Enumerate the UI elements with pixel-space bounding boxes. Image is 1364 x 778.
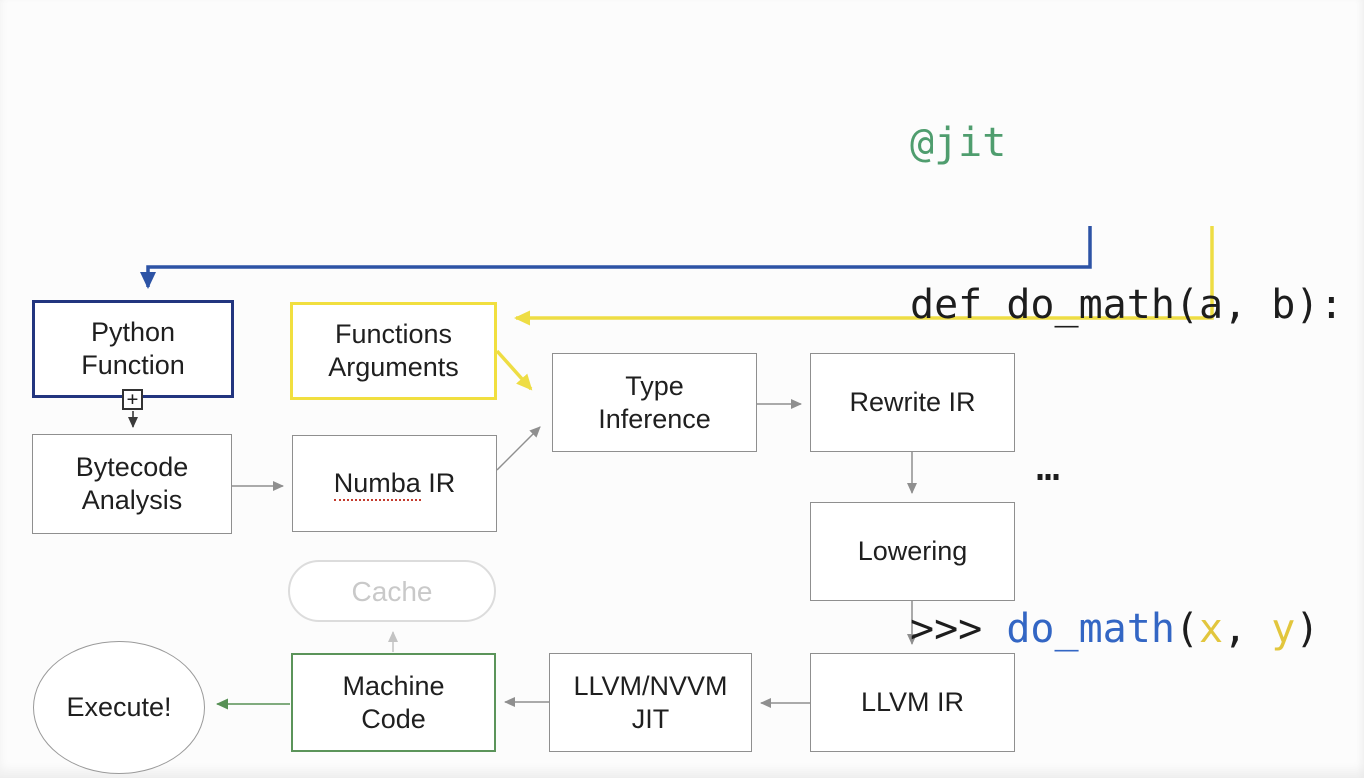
call-do-math: do_math [1006, 606, 1175, 652]
code-line-decorator: @jit [910, 116, 1343, 170]
misspelled-word: Numba [333, 468, 421, 501]
node-execute: Execute! [33, 641, 205, 774]
arrow-numba-ir-to-type-inference [496, 426, 541, 471]
code-line-ellipsis: … [1036, 444, 1061, 490]
node-lowering: Lowering [810, 502, 1015, 601]
arrow-code-to-functions-arguments [514, 226, 1214, 326]
expand-plus-icon: + [122, 389, 143, 410]
arg-x: x [1199, 606, 1224, 652]
node-llvm-nvvm-jit: LLVM/NVVM JIT [549, 653, 752, 752]
arg-y: y [1271, 606, 1296, 652]
code-line-def: def do_math(a, b): [910, 282, 1344, 328]
node-python-function: Python Function [32, 300, 234, 398]
arrow-functions-arguments-to-type-inference [495, 349, 533, 391]
node-functions-arguments: Functions Arguments [290, 302, 497, 400]
node-machine-code: Machine Code [291, 653, 496, 752]
node-type-inference: Type Inference [552, 353, 757, 452]
node-numba-ir: Numba IR [292, 435, 497, 532]
arrow-code-to-python-function [140, 226, 1092, 289]
node-rewrite-ir: Rewrite IR [810, 353, 1015, 452]
node-cache: Cache [288, 560, 496, 622]
code-line-call: >>> do_math(x, y) [910, 606, 1320, 652]
code-snippet: @jit def do_math(a, b): … >>> do_math(x,… [910, 8, 1343, 764]
jit-decorator: @jit [910, 120, 1007, 166]
node-bytecode-analysis: Bytecode Analysis [32, 434, 232, 534]
node-llvm-ir: LLVM IR [810, 653, 1015, 752]
